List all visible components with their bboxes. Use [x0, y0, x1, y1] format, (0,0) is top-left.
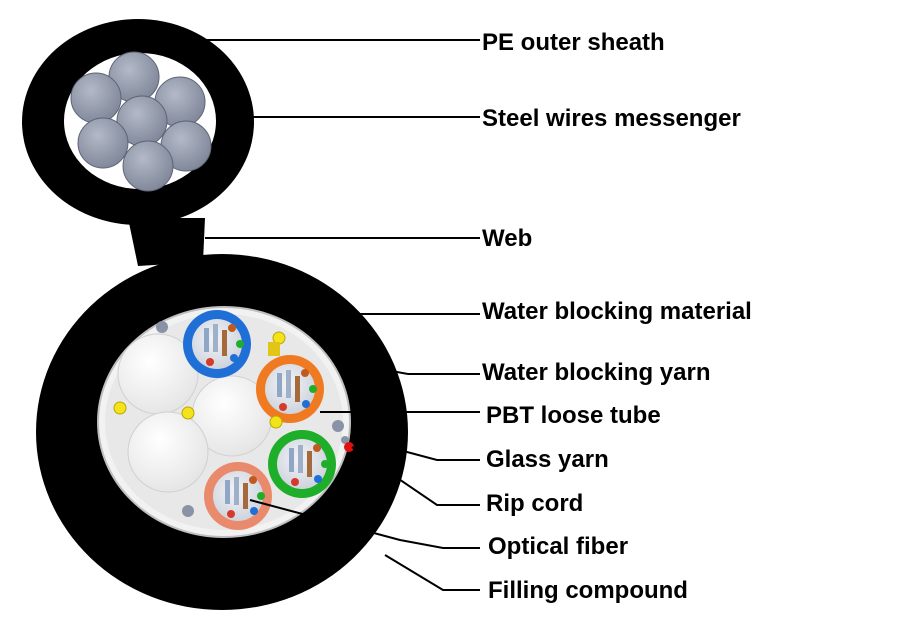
- label-filling-compound: Filling compound: [488, 577, 688, 604]
- loose-tube-blue: [183, 310, 251, 378]
- label-pe-outer-sheath: PE outer sheath: [482, 29, 665, 56]
- label-water-blocking-yarn: Water blocking yarn: [482, 359, 711, 386]
- leader-lines: [188, 39, 480, 591]
- loose-tube-green: [268, 430, 336, 498]
- web-connector: [128, 218, 205, 266]
- label-rip-cord: Rip cord: [486, 490, 584, 517]
- loose-tube-orange: [256, 355, 324, 423]
- label-optical-fiber: Optical fiber: [488, 533, 629, 560]
- glass-yarns: [156, 321, 349, 517]
- steel-wires: [70, 51, 212, 192]
- loose-tube-salmon: [204, 462, 272, 530]
- label-steel-wires-messenger: Steel wires messenger: [482, 105, 741, 132]
- label-web: Web: [482, 225, 533, 252]
- water-blocking-yarns: [113, 331, 286, 429]
- label-glass-yarn: Glass yarn: [486, 446, 609, 473]
- rip-cord: [344, 442, 354, 452]
- filler-rods: [117, 333, 273, 493]
- label-water-blocking-material: Water blocking material: [482, 298, 752, 325]
- label-pbt-loose-tube: PBT loose tube: [486, 402, 661, 429]
